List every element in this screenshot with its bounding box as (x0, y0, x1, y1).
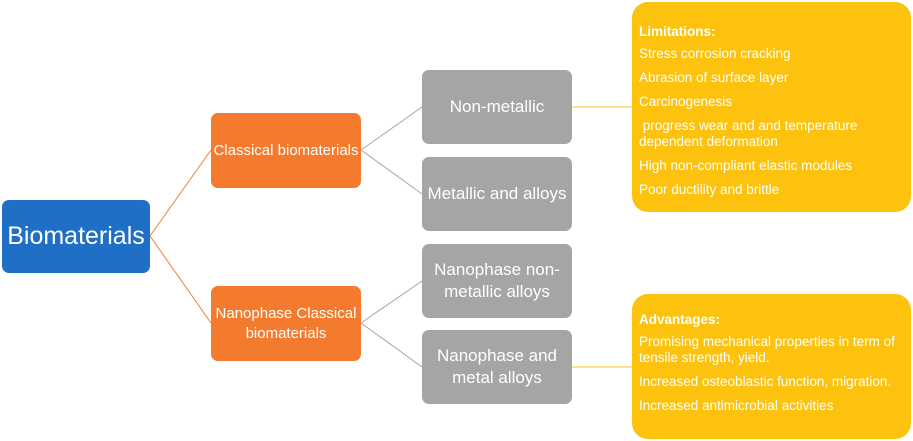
type-node-label: Nanophase and metal alloys (436, 346, 558, 387)
link-root-nanophase (149, 235, 212, 324)
limitations-list: Stress corrosion cracking Abrasion of su… (639, 46, 905, 198)
limitation-item: Stress corrosion cracking (639, 46, 791, 61)
link-nanophase-nonmetallic (360, 280, 423, 324)
advantages-title: Advantages: (639, 312, 721, 327)
root-node-biomaterials: Biomaterials (2, 200, 150, 273)
type-node-non-metallic: Non-metallic (422, 70, 572, 144)
limitation-item: Carcinogenesis (639, 94, 733, 109)
limitations-box: Limitations: Stress corrosion cracking A… (632, 2, 911, 212)
advantage-item: Increased osteoblastic function, migrati… (639, 374, 892, 389)
link-classical-metallic (360, 149, 423, 195)
limitation-item: Abrasion of surface layer (639, 70, 789, 85)
type-node-label: Metallic and alloys (427, 184, 567, 203)
type-node-label: Nanophase non-metallic alloys (434, 260, 560, 301)
type-node-nanophase-non-metallic: Nanophase non-metallic alloys (422, 244, 572, 318)
advantage-item: Increased antimicrobial activities (639, 398, 834, 413)
link-classical-nonmetallic (360, 106, 423, 151)
type-node-nanophase-metal: Nanophase and metal alloys (422, 330, 572, 404)
link-nanophase-metal (360, 322, 423, 368)
limitations-title: Limitations: (639, 24, 716, 39)
category-node-label: Nanophase Classical biomaterials (215, 304, 357, 342)
category-node-classical: Classical biomaterials (211, 113, 361, 188)
limitation-item: High non-compliant elastic modules (639, 158, 853, 173)
limitations-title-text: Limitations (639, 24, 712, 39)
limitation-item: progress wear and and temperature depend… (639, 118, 862, 149)
root-node-label: Biomaterials (7, 222, 145, 250)
link-root-classical (149, 149, 212, 237)
type-node-label: Non-metallic (449, 97, 545, 116)
category-node-nanophase: Nanophase Classical biomaterials (211, 286, 361, 361)
advantages-box: Advantages: Promising mechanical propert… (632, 294, 911, 439)
advantages-list: Promising mechanical properties in term … (639, 334, 905, 414)
category-node-label: Classical biomaterials (213, 141, 359, 159)
limitation-item: Poor ductility and brittle (639, 182, 780, 197)
type-node-metallic-alloys: Metallic and alloys (422, 157, 572, 231)
advantage-item: Promising mechanical properties in term … (639, 334, 895, 365)
